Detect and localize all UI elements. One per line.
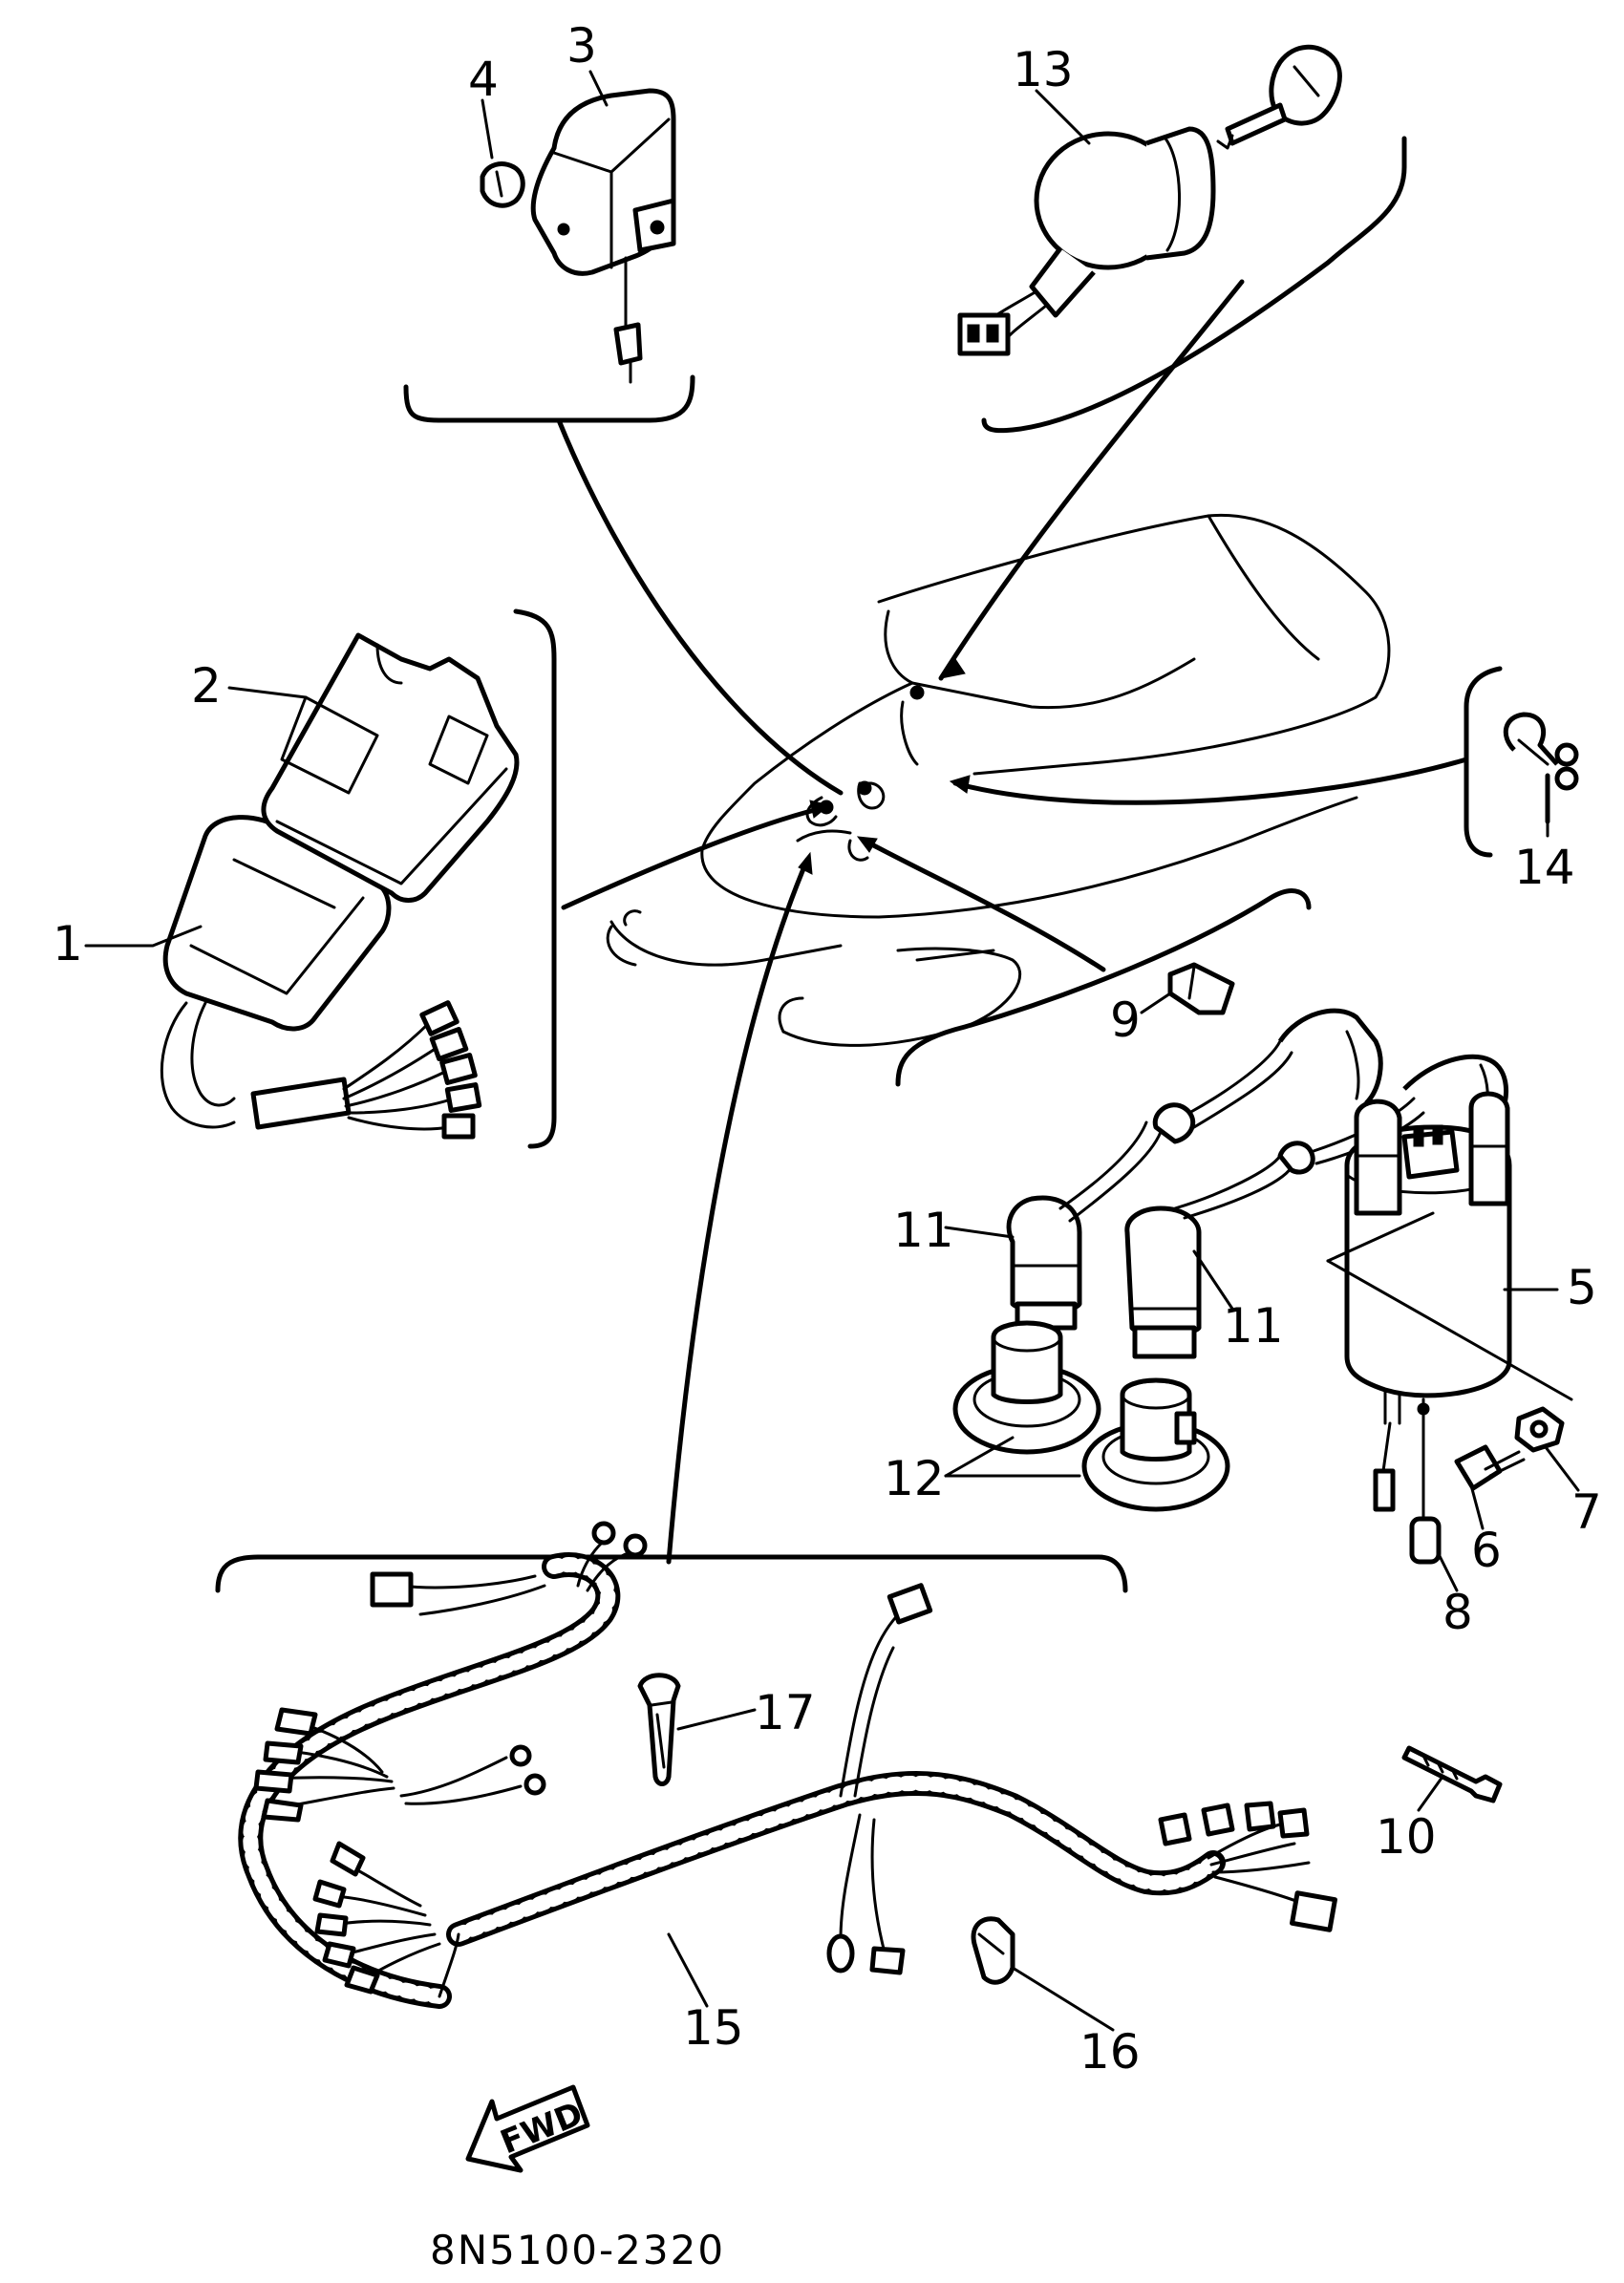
callout-6: 6 <box>1471 1523 1502 1578</box>
diagram-code: 8N5100-2320 <box>430 2227 725 2273</box>
callout-15: 15 <box>683 2000 744 2056</box>
callout-12: 12 <box>884 1451 945 1506</box>
clamp-icon <box>1503 712 1579 824</box>
fwd-arrow-icon: FWD <box>465 2084 590 2173</box>
callout-1: 1 <box>53 916 83 971</box>
callout-13: 13 <box>1013 42 1074 97</box>
callout-16: 16 <box>1079 2024 1141 2080</box>
callout-labels: 1 2 3 4 5 6 7 8 9 10 11 11 12 13 14 15 1… <box>53 18 1602 2080</box>
grommet-icon <box>480 161 525 208</box>
callout-4: 4 <box>468 52 499 107</box>
callout-11b: 11 <box>1223 1298 1284 1354</box>
wire-harness-icon <box>238 1521 1337 2009</box>
callout-17: 17 <box>755 1685 816 1740</box>
coupler-icon <box>971 1916 1015 1985</box>
callout-11a: 11 <box>893 1203 954 1258</box>
callout-7: 7 <box>1571 1484 1602 1540</box>
callout-2: 2 <box>191 658 222 714</box>
spark-plug-cap-icon <box>1124 1054 1509 1359</box>
cdi-wire-terminals <box>342 1000 482 1140</box>
key-icon <box>1216 44 1342 150</box>
callout-10: 10 <box>1376 1809 1437 1865</box>
callout-9: 9 <box>1110 992 1141 1048</box>
nut-icon <box>1514 1406 1565 1453</box>
callout-leaders <box>84 70 1580 2032</box>
main-switch-icon <box>957 126 1216 356</box>
vehicle-hull <box>606 513 1391 1047</box>
cdi-unit-icon <box>160 815 482 1140</box>
cap-icon <box>1409 1516 1442 1565</box>
seal-icon <box>952 1320 1101 1455</box>
coil-pointer-lines <box>1326 1211 1573 1401</box>
callout-3: 3 <box>566 18 597 74</box>
seal-pointer-lines <box>944 1436 1081 1478</box>
bolt-icon <box>1454 1444 1526 1491</box>
band-icon <box>637 1673 681 1786</box>
cover-icon <box>261 632 520 903</box>
relay-icon <box>530 88 676 384</box>
brackets <box>215 136 1503 1593</box>
spark-plug-cap-icon <box>1006 1008 1383 1331</box>
callout-8: 8 <box>1442 1585 1473 1640</box>
ignition-coil-icon <box>1344 1091 1512 1521</box>
seal-icon <box>1081 1377 1230 1512</box>
callout-5: 5 <box>1567 1260 1597 1315</box>
screw-icon <box>1401 1745 1503 1803</box>
clip-icon <box>1167 962 1235 1015</box>
callout-14: 14 <box>1514 840 1575 895</box>
